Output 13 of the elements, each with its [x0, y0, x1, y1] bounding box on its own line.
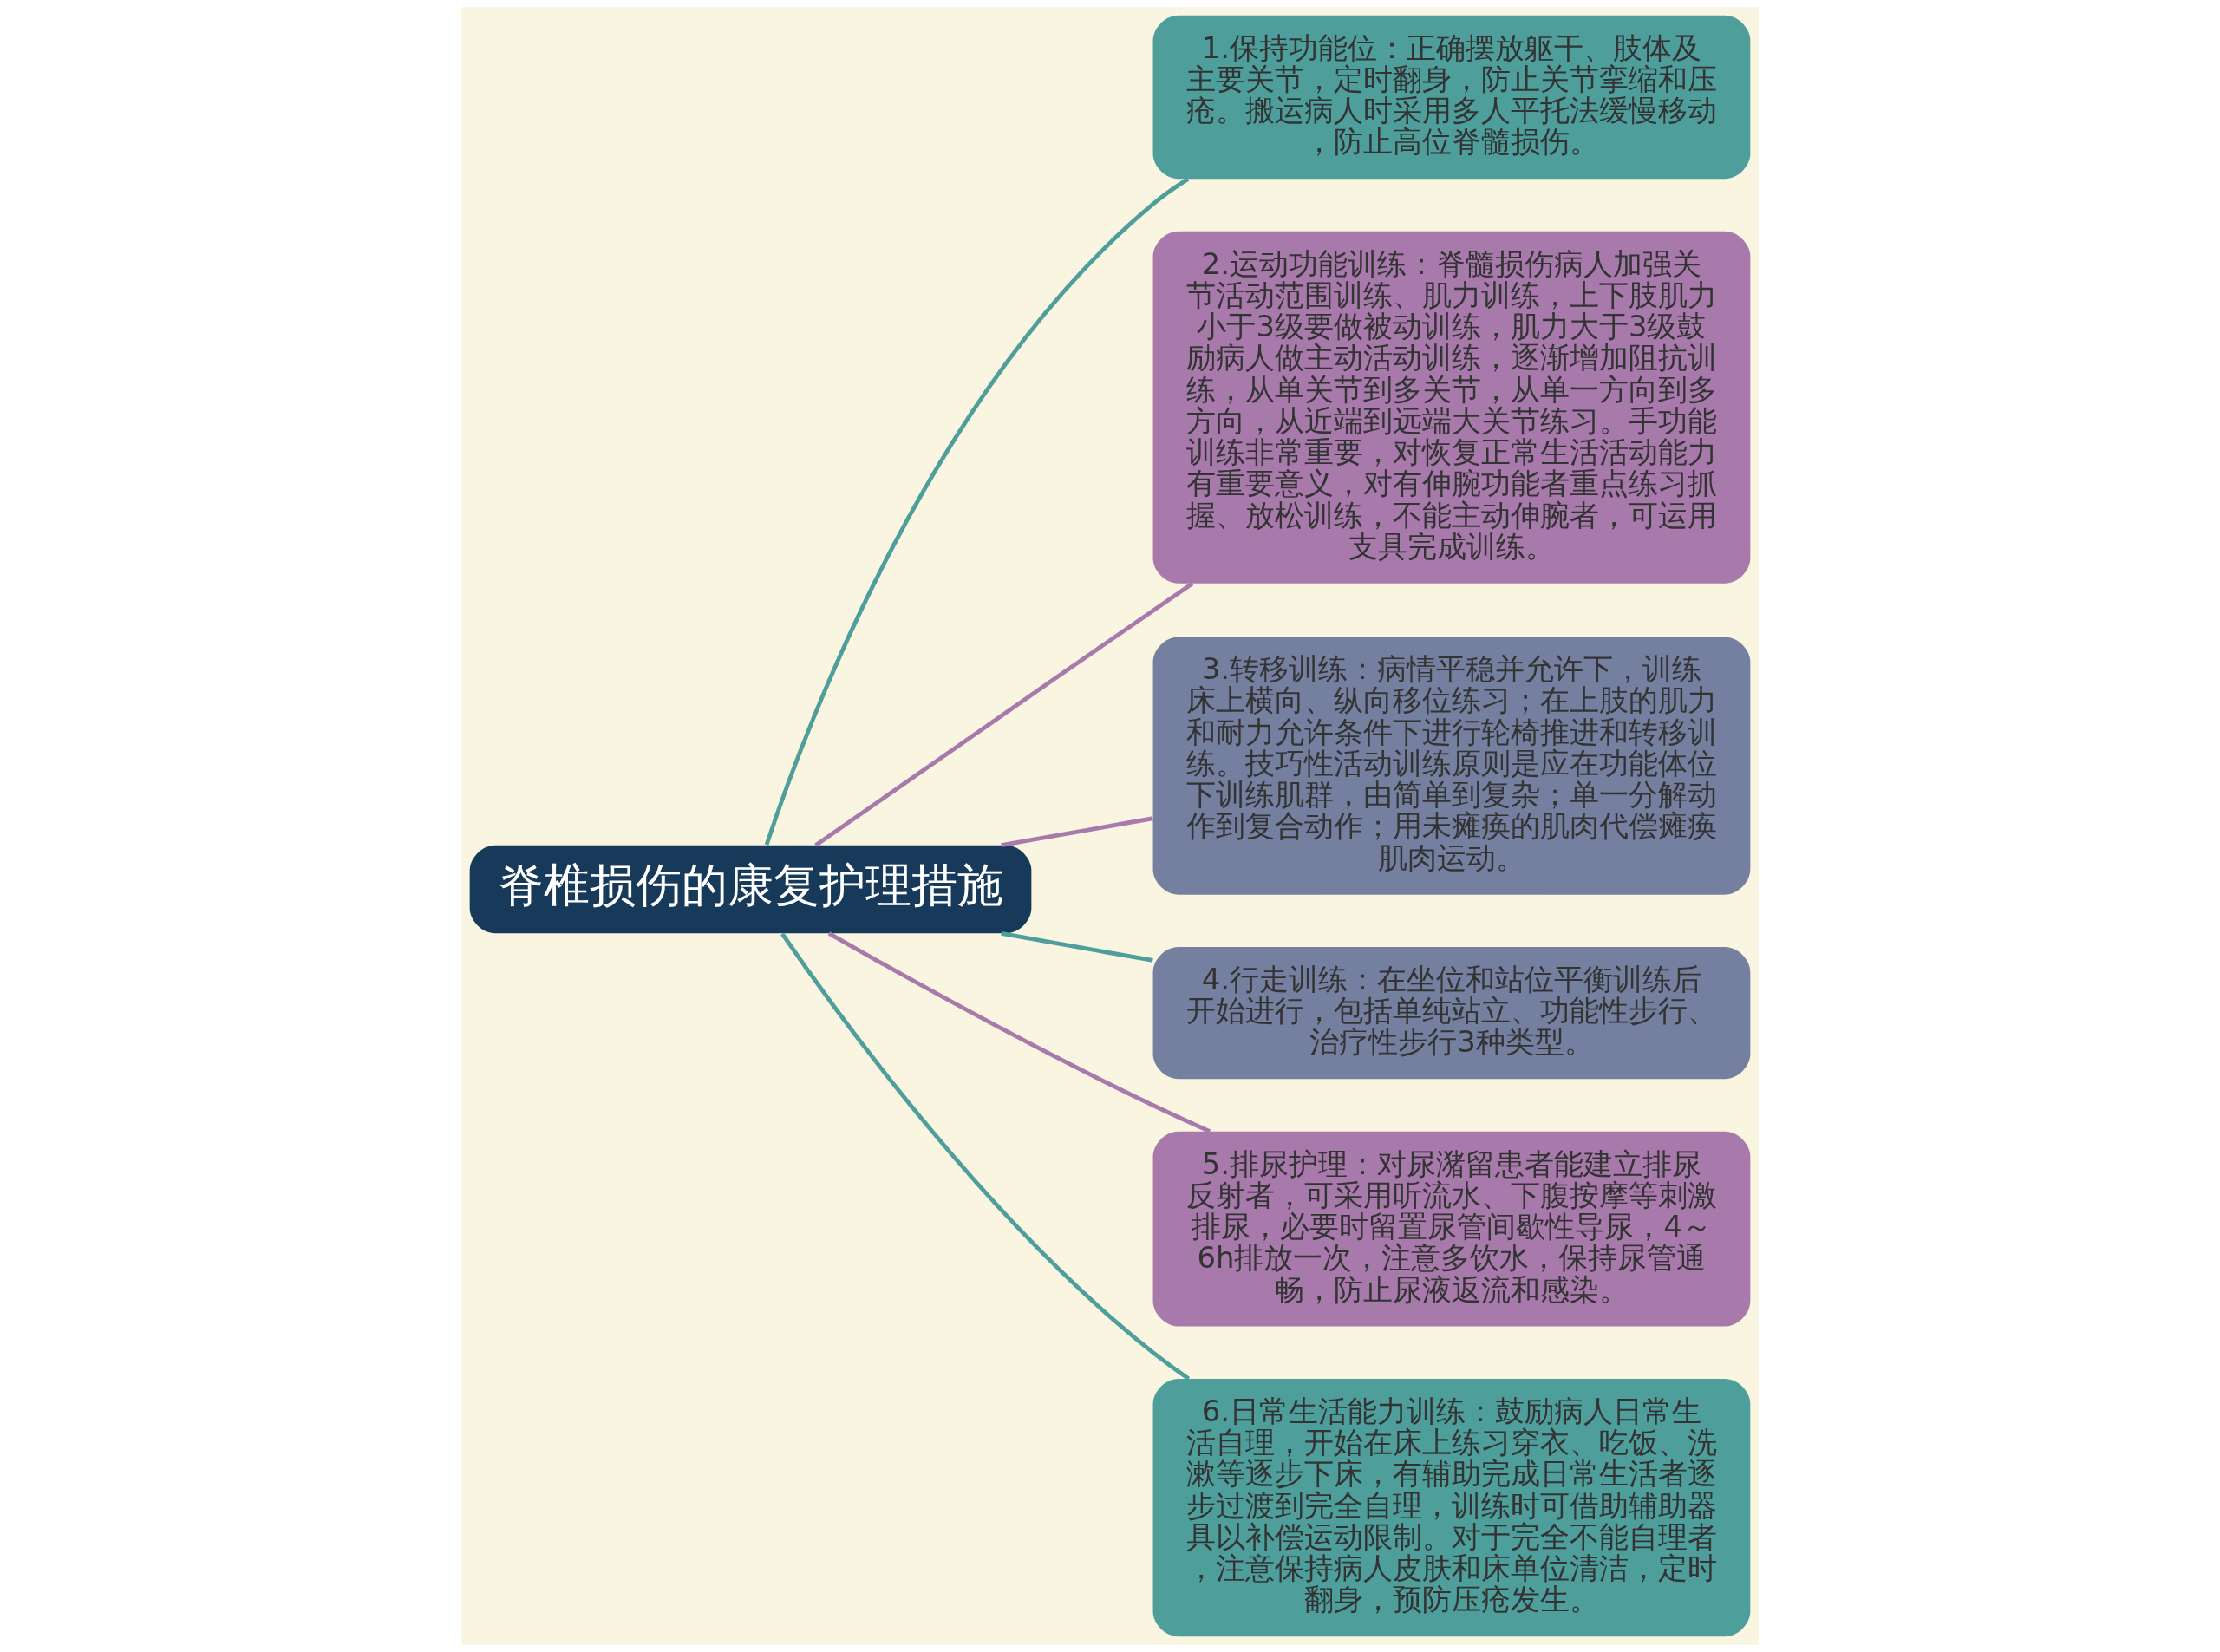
connector: [814, 581, 1194, 847]
connector: [1001, 816, 1153, 848]
node-box: 5.排尿护理：对尿潴留患者能建立排尿反射者，可采用听流水、下腹按摩等刺激排尿，必要时留置尿管间歇性导尿，4～6h排放一次，注意多饮水，保持尿管通畅，防止尿液返流和感染。: [1152, 1131, 1751, 1327]
connector: [827, 931, 1211, 1133]
node-box: 3.转移训练：病情平稳并允许下，训练床上横向、纵向移位练习；在上肢的肌力和耐力允许条件下进行轮椅推进和转移训练。技巧性活动训练原则是应在功能体位下训练肌群，由简单到复杂；单一分解动作到复合动作；用未瘫痪的肌肉代偿瘫痪肌肉运动。: [1152, 637, 1751, 895]
connector: [764, 177, 1190, 846]
node-box: 1.保持功能位：正确摆放躯干、肢体及主要关节，定时翻身，防止关节挛缩和压疮。搬运病人时采用多人平托法缓慢移动，防止高位脊髓损伤。: [1152, 15, 1751, 180]
node-box: 脊椎损伤的康复护理措施: [469, 845, 1032, 934]
node-box: 4.行走训练：在坐位和站位平衡训练后开始进行，包括单纯站立、功能性步行、治疗性步行3种类型。: [1152, 947, 1751, 1080]
node-box: 2.运动功能训练：脊髓损伤病人加强关节活动范围训练、肌力训练，上下肢肌力小于3级要做被动训练，肌力大于3级鼓励病人做主动活动训练，逐渐增加阻抗训练，从单关节到多关节，从单一方向到多方向，从近端到远端大关节练习。手功能训练非常重要，对恢复正常生活活动能力有重要意义，对有伸腕功能者重点练习抓握、放松训练，不能主动伸腕者，可运用支具完成训练。: [1152, 231, 1751, 584]
node-box: 6.日常生活能力训练：鼓励病人日常生活自理，开始在床上练习穿衣、吃饭、洗漱等逐步下床，有辅助完成日常生活者逐步过渡到完全自理，训练时可借助辅助器具以补偿运动限制。对于完全不能自理者，注意保持病人皮肤和床单位清洁，定时翻身，预防压疮发生。: [1152, 1378, 1751, 1637]
connector: [780, 932, 1191, 1381]
connector: [1001, 931, 1153, 963]
